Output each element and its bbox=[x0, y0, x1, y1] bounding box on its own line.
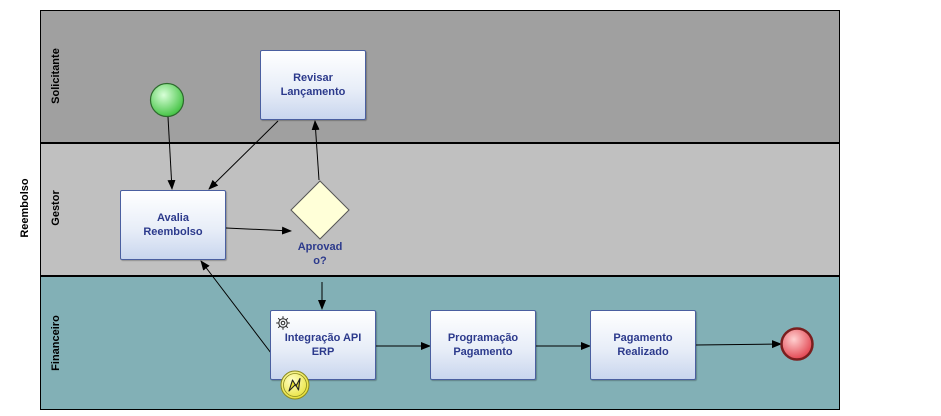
lane-solicitante bbox=[41, 11, 840, 143]
task-avalia-label: Avalia Reembolso bbox=[143, 212, 203, 238]
start-event-circle[interactable] bbox=[149, 82, 185, 118]
flow-revisar-to-avalia[interactable] bbox=[208, 120, 279, 190]
task-integracao-label: Integração API ERP bbox=[284, 332, 362, 358]
task-pagamento-label: Pagamento Realizado bbox=[613, 332, 673, 358]
task-pagamento-realizado[interactable]: Pagamento Realizado bbox=[590, 310, 696, 380]
flow-start-to-avalia[interactable] bbox=[167, 116, 176, 190]
gear-icon bbox=[276, 316, 290, 330]
task-revisar-label: Revisar Lançamento bbox=[280, 72, 346, 98]
task-programacao-pagamento[interactable]: Programação Pagamento bbox=[430, 310, 536, 380]
pool-label-box: Reembolso bbox=[10, 10, 41, 410]
lane-header-border bbox=[40, 10, 41, 410]
task-avalia-reembolso[interactable]: Avalia Reembolso bbox=[120, 190, 226, 260]
flow-gateway-to-revisar[interactable] bbox=[311, 120, 320, 181]
lane-divider-1 bbox=[41, 142, 840, 144]
task-revisar-lancamento[interactable]: Revisar Lançamento bbox=[260, 50, 366, 120]
task-integracao-api-erp[interactable]: Integração API ERP bbox=[270, 310, 376, 380]
lightning-icon[interactable] bbox=[279, 369, 311, 401]
end-event-circle[interactable] bbox=[780, 327, 814, 361]
gateway-label: Aprovad o? bbox=[297, 241, 343, 267]
exclusive-gateway[interactable] bbox=[290, 180, 350, 240]
task-programacao-label: Programação Pagamento bbox=[447, 332, 519, 358]
flow-pagamento-to-end[interactable] bbox=[695, 340, 782, 349]
flow-avalia-to-gateway[interactable] bbox=[225, 226, 292, 235]
lane-divider-2 bbox=[41, 275, 840, 277]
